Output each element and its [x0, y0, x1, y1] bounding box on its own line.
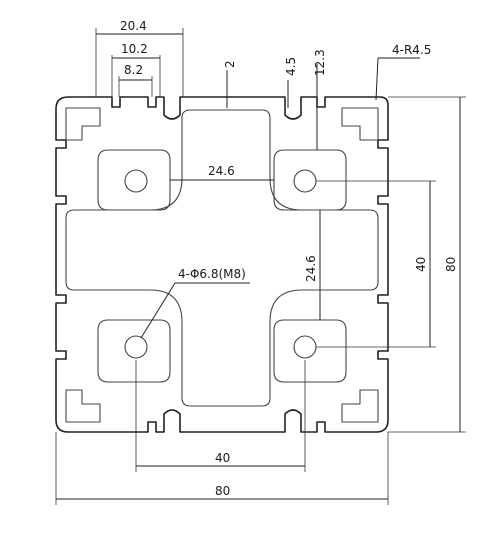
boss-bottom-left	[97, 319, 171, 383]
dim-overall-height: 80	[444, 257, 458, 272]
hole-bottom-left	[124, 335, 148, 359]
dim-hole-spacing-horizontal: 40	[215, 451, 230, 465]
dimension-lines	[55, 28, 466, 505]
dim-corner-radius: 4-R4.5	[392, 43, 431, 57]
dim-center-hole: 4-Φ6.8(M8)	[178, 267, 246, 281]
corner-pocket-bottom-right	[341, 389, 379, 423]
dim-slot-depth: 12.3	[313, 49, 327, 76]
profile-outer-outline	[55, 96, 389, 433]
corner-pocket-top-right	[341, 107, 379, 141]
center-cavity	[65, 109, 379, 407]
hole-bottom-right	[293, 335, 317, 359]
corner-pocket-bottom-left	[65, 389, 101, 423]
dim-overall-width: 80	[215, 484, 230, 498]
dim-slot-mid-width: 10.2	[121, 42, 148, 56]
boss-top-left	[97, 149, 171, 211]
dim-wall-thickness: 2	[223, 60, 237, 68]
dim-hole-pitch-horizontal: 24.6	[208, 164, 235, 178]
hole-top-right	[293, 169, 317, 193]
corner-pocket-top-left	[65, 107, 101, 141]
dim-hole-spacing-vertical: 40	[414, 257, 428, 272]
dim-hole-pitch-vertical: 24.6	[304, 255, 318, 282]
hole-top-left	[124, 169, 148, 193]
dim-lip-depth: 4.5	[284, 57, 298, 76]
dim-slot-inner-width: 8.2	[124, 63, 143, 77]
boss-bottom-right	[273, 319, 347, 383]
profile-cross-section	[55, 96, 389, 433]
dim-slot-outer-width: 20.4	[120, 19, 147, 33]
dimension-labels: 20.4 10.2 8.2 2 4.5 12.3 4-R4.5 24.6 24.…	[120, 19, 458, 498]
boss-top-right	[273, 149, 347, 211]
